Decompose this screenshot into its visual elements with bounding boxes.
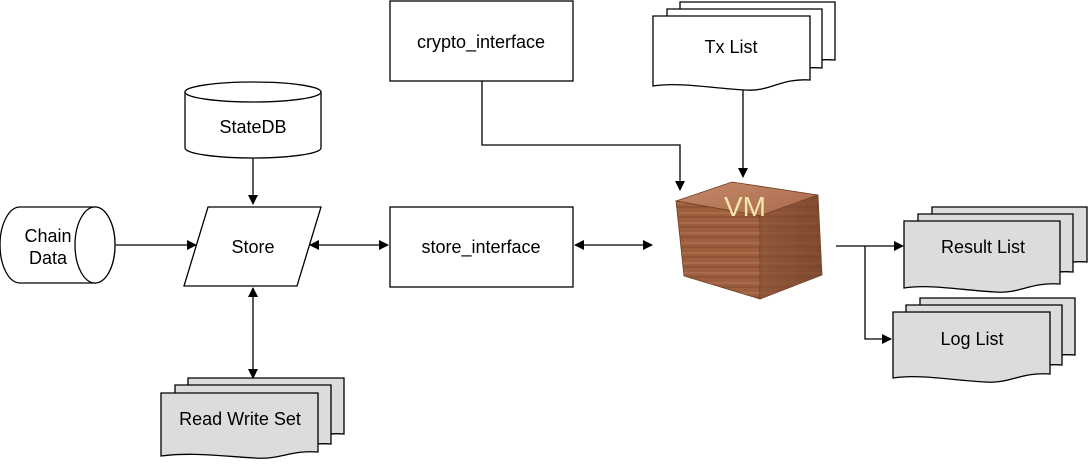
edge-crypto-to-vm <box>481 81 685 191</box>
statedb-label: StateDB <box>219 117 286 137</box>
vm-cube: VM <box>675 181 823 300</box>
crypto-interface-box: crypto_interface <box>389 0 574 82</box>
tx-list-documents: Tx List <box>652 1 836 91</box>
store-interface-label: store_interface <box>421 237 540 258</box>
result-list-label: Result List <box>941 237 1025 257</box>
chain-data-cylinder: Chain Data <box>0 206 116 284</box>
store-label: Store <box>231 237 274 257</box>
store-parallelogram: Store <box>183 206 322 287</box>
tx-list-label: Tx List <box>704 37 757 57</box>
statedb-cylinder: StateDB <box>184 81 322 159</box>
log-list-documents: Log List <box>892 297 1076 383</box>
crypto-interface-label: crypto_interface <box>417 32 545 53</box>
connectors <box>116 81 904 379</box>
vm-label: VM <box>724 191 766 222</box>
read-write-set-documents: Read Write Set <box>160 377 345 459</box>
result-list-documents: Result List <box>903 206 1088 293</box>
read-write-set-label: Read Write Set <box>179 409 301 429</box>
chain-data-label-line2: Data <box>29 248 68 268</box>
edge-vm-to-loglist <box>864 246 892 344</box>
chain-data-label-line1: Chain <box>24 226 71 246</box>
store-interface-box: store_interface <box>389 206 574 288</box>
log-list-label: Log List <box>940 329 1003 349</box>
